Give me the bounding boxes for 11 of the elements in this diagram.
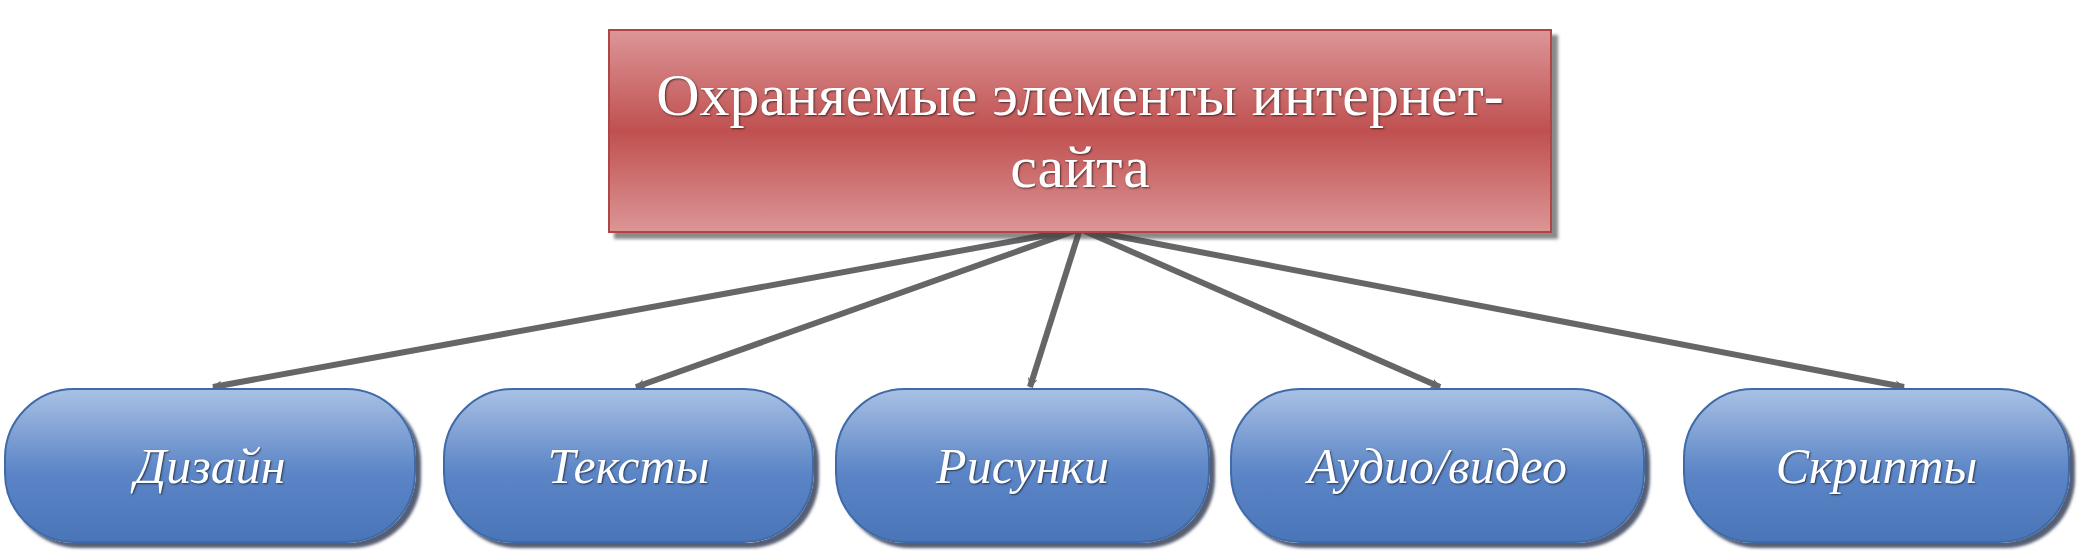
- category-pill: [1683, 388, 2070, 543]
- category-pill: [4, 388, 416, 543]
- category-pill: [443, 388, 814, 543]
- title-text: Охраняемые элементы интернет-сайта: [655, 61, 1505, 202]
- category-pill: [835, 388, 1210, 543]
- category-pill: [1230, 388, 1645, 543]
- category-label: Тексты: [547, 436, 710, 495]
- category-label: Скрипты: [1775, 436, 1978, 495]
- category-label: Аудио/видео: [1307, 436, 1568, 495]
- title-box: [608, 29, 1552, 233]
- category-label: Рисунки: [936, 436, 1109, 495]
